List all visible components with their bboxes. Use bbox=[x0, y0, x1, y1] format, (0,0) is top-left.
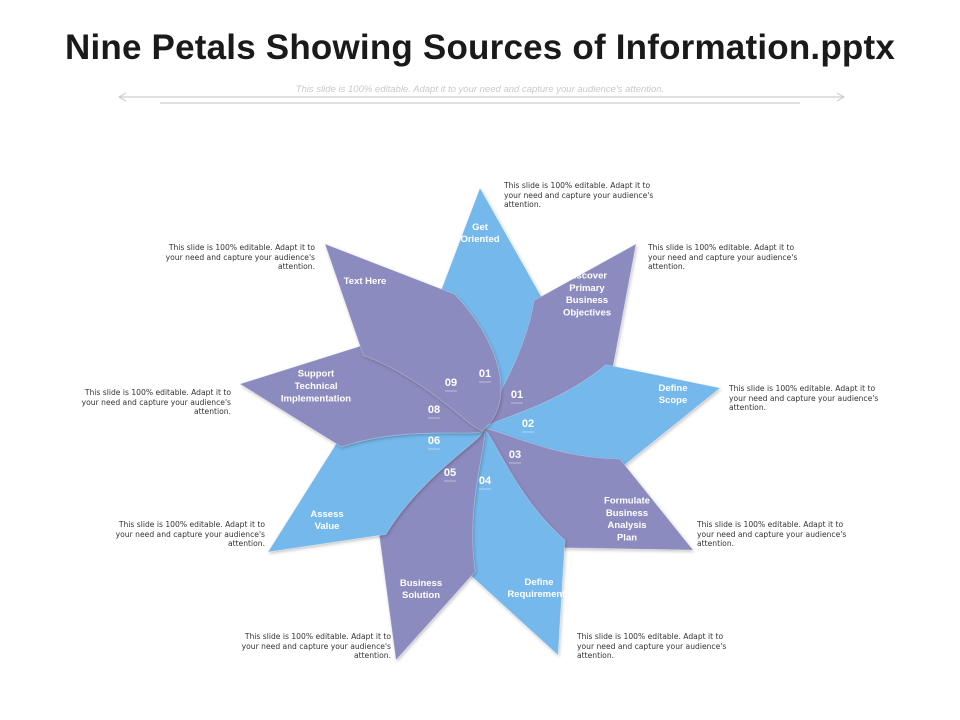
petal-description-7: This slide is 100% editable. Adapt it to… bbox=[115, 520, 265, 549]
petal-label: Text Here bbox=[344, 276, 387, 287]
petal-number: 03 bbox=[509, 449, 521, 461]
petal-number: 04 bbox=[479, 475, 492, 487]
petal-description-3: This slide is 100% editable. Adapt it to… bbox=[729, 384, 879, 413]
slide-subtitle: This slide is 100% editable. Adapt it to… bbox=[295, 84, 665, 95]
slide-title: Nine Petals Showing Sources of Informati… bbox=[64, 28, 896, 67]
petal-number: 06 bbox=[428, 435, 440, 447]
petal-description-8: This slide is 100% editable. Adapt it to… bbox=[81, 388, 231, 417]
petal-number: 01 bbox=[479, 368, 491, 380]
petal-shape bbox=[324, 243, 502, 431]
petal-number: 08 bbox=[428, 404, 440, 416]
petal-description-4: This slide is 100% editable. Adapt it to… bbox=[697, 520, 847, 549]
petal-description-5: This slide is 100% editable. Adapt it to… bbox=[577, 632, 727, 661]
petal-description-6: This slide is 100% editable. Adapt it to… bbox=[241, 632, 391, 661]
petal-description-1: This slide is 100% editable. Adapt it to… bbox=[504, 181, 654, 210]
petal-number: 01 bbox=[511, 389, 523, 401]
petal-number: 09 bbox=[445, 377, 457, 389]
petal-description-9: This slide is 100% editable. Adapt it to… bbox=[165, 243, 315, 272]
petal-number: 02 bbox=[522, 418, 534, 430]
petal-number: 05 bbox=[444, 467, 456, 479]
petal-description-2: This slide is 100% editable. Adapt it to… bbox=[648, 243, 798, 272]
